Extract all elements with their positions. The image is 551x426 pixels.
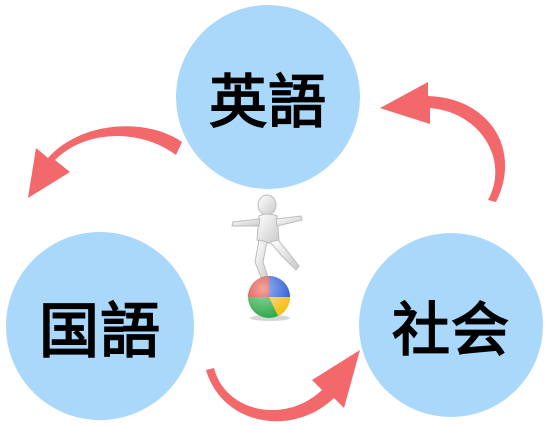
subject-label-japanese: 国語 — [39, 296, 161, 367]
balancing-person-icon — [231, 194, 303, 283]
curved-arrow-icon — [206, 350, 360, 422]
subject-circle-english — [176, 5, 360, 189]
subject-circle-social-studies — [359, 233, 543, 417]
beach-ball-icon — [248, 276, 290, 321]
curved-arrow-icon — [380, 82, 506, 202]
subject-circle-japanese — [6, 232, 194, 420]
subject-label-english: 英語 — [208, 68, 327, 136]
subject-label-social-studies: 社会 — [391, 296, 510, 364]
curved-arrow-icon — [28, 126, 182, 198]
